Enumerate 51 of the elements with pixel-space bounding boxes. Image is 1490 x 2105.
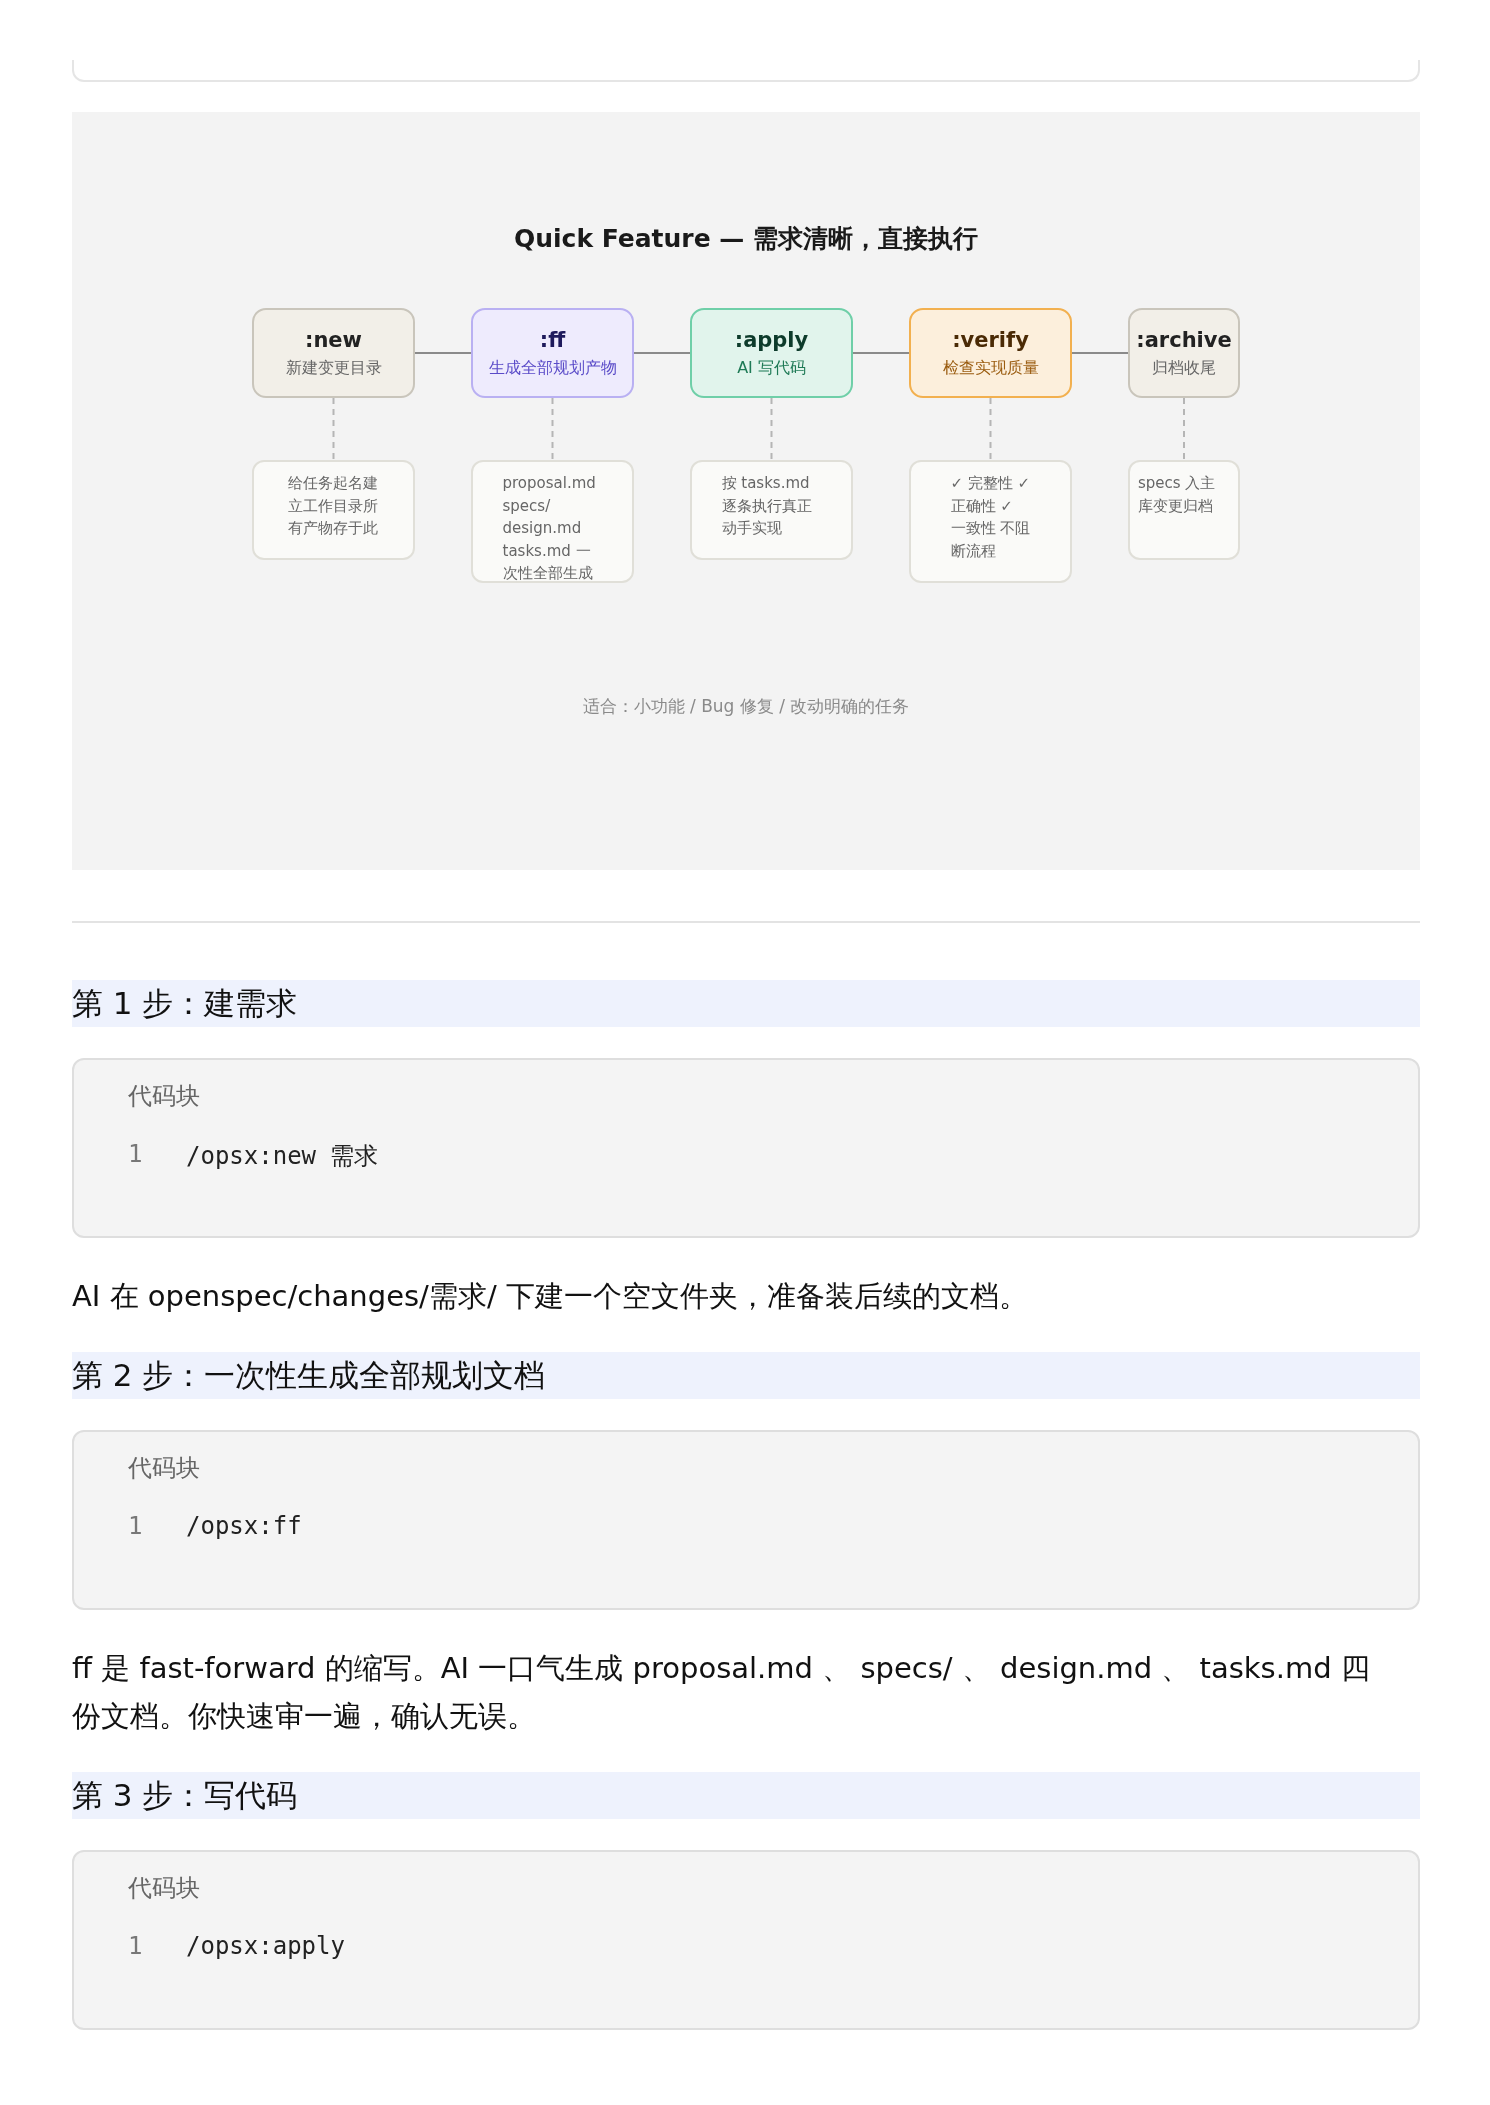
code-line: /opsx:apply [186, 1932, 345, 1960]
dashed-connector [770, 397, 773, 461]
card-edge [72, 60, 1420, 82]
code-line: /opsx:new 需求 [186, 1141, 379, 1172]
connector-line [633, 352, 691, 354]
step-box [690, 308, 853, 398]
section-heading: 第 3 步：写代码 [72, 1772, 1420, 1819]
detail-text: specs 入主库变更归档 [1138, 473, 1217, 517]
step-description: AI 写代码 [737, 357, 806, 379]
diagram-caption: 适合：小功能 / Bug 修复 / 改动明确的任务 [581, 695, 911, 718]
step-command: :verify [952, 327, 1029, 352]
detail-text: proposal.md specs/ design.md tasks.md 一次性全部生成 [502, 473, 597, 584]
step-box [471, 308, 634, 398]
detail-text: 按 tasks.md 逐条执行真正动手实现 [721, 473, 813, 539]
line-number: 1 [128, 1140, 143, 1168]
connector-line [1071, 352, 1129, 354]
code-block-label: 代码块 [128, 1453, 200, 1484]
step-command: :ff [539, 327, 566, 352]
detail-card [909, 460, 1072, 583]
detail-card [252, 460, 415, 560]
detail-text: 给任务起名建立工作目录所有产物存于此 [287, 473, 379, 539]
step-description: 检查实现质量 [942, 357, 1039, 379]
step-description: 新建变更目录 [285, 357, 382, 379]
code-block-label: 代码块 [128, 1873, 200, 1904]
dashed-connector [551, 397, 554, 461]
body-paragraph: ff 是 fast-forward 的缩写。AI 一口气生成 proposal.md 、 specs/ 、 design.md 、 tasks.md 四份文档。你快速审一遍，确认无误。 [72, 1650, 1371, 1735]
step-box [252, 308, 415, 398]
body-paragraph: AI 在 openspec/changes/需求/ 下建一个空文件夹，准备装后续的文档。 [72, 1278, 1029, 1315]
line-number: 1 [128, 1932, 143, 1960]
dashed-connector [1183, 397, 1185, 461]
step-box [909, 308, 1072, 398]
step-command: :apply [734, 327, 809, 352]
detail-card [471, 460, 634, 583]
step-description: 归档收尾 [1152, 357, 1216, 379]
section-heading: 第 1 步：建需求 [72, 980, 1420, 1027]
detail-card [690, 460, 853, 560]
section-heading: 第 2 步：一次性生成全部规划文档 [72, 1352, 1420, 1399]
line-number: 1 [128, 1512, 143, 1540]
dashed-connector [332, 397, 335, 461]
detail-text: ✓ 完整性 ✓ 正确性 ✓ 一致性 不阻断流程 [950, 473, 1031, 562]
step-command: :new [305, 327, 362, 352]
detail-card [1128, 460, 1240, 560]
diagram-title: Quick Feature — 需求清晰，直接执行 [512, 223, 980, 255]
code-line: /opsx:ff [186, 1512, 302, 1540]
connector-line [852, 352, 910, 354]
step-box [1128, 308, 1240, 398]
dashed-connector [989, 397, 992, 461]
step-description: 生成全部规划产物 [488, 357, 617, 379]
step-command: :archive [1136, 327, 1232, 352]
code-block-label: 代码块 [128, 1081, 200, 1112]
connector-line [414, 352, 472, 354]
